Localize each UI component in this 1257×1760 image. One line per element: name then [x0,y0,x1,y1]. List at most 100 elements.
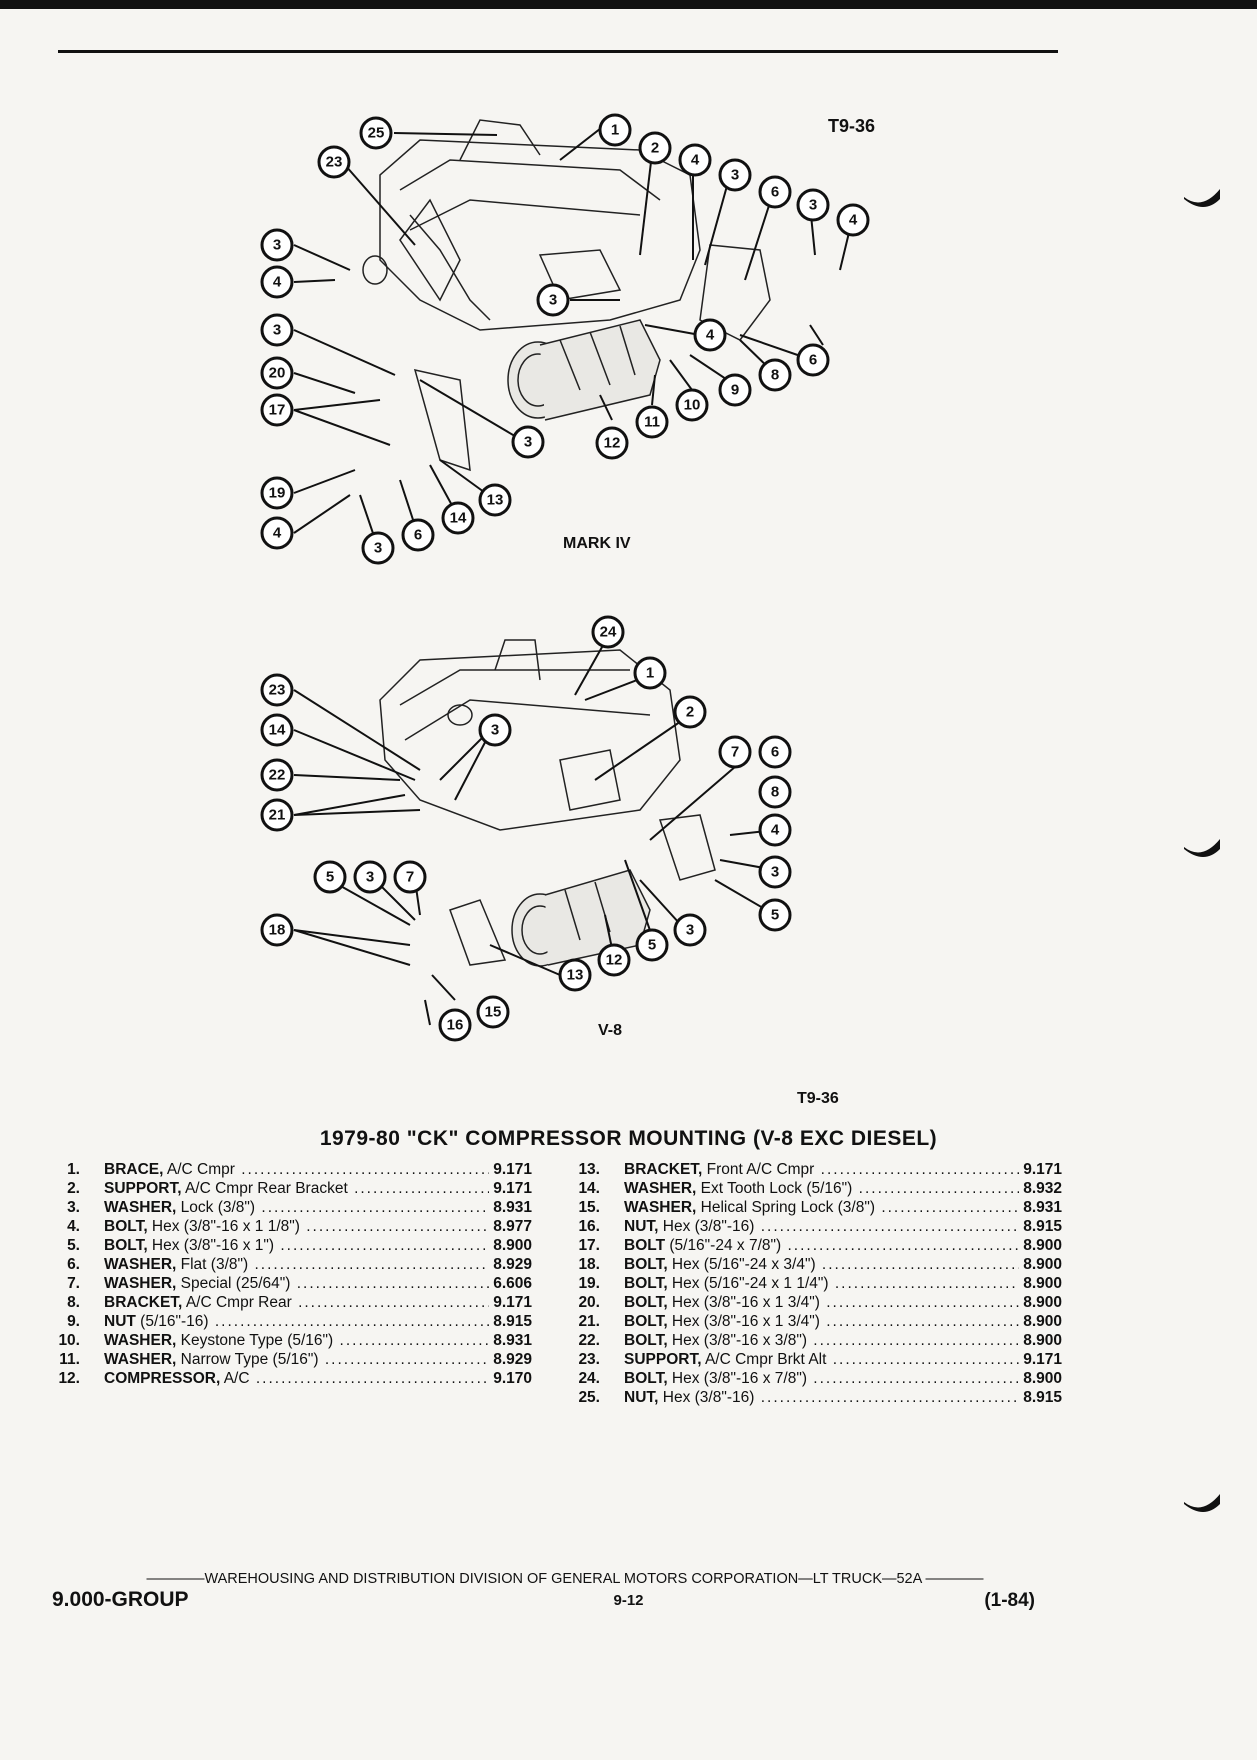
parts-list-row: 23.SUPPORT, A/C Cmpr Brkt Alt ..........… [572,1350,1062,1369]
part-number: 7. [67,1275,80,1292]
part-detail: Hex (5/16"-24 x 3/4") [667,1256,816,1273]
svg-text:7: 7 [406,869,414,886]
callout-11: 11 [635,405,669,439]
svg-text:3: 3 [524,434,532,451]
callout-19: 19 [260,476,294,510]
part-name: BOLT, [624,1294,668,1311]
part-description: BOLT, Hex (3/8"-16 x 7/8") .............… [624,1369,1019,1388]
callout-3: 3 [260,313,294,347]
part-number: 21. [578,1313,600,1330]
callout-6: 6 [758,735,792,769]
part-name: SUPPORT, [624,1351,702,1368]
leader-dots: ........................................… [324,1351,489,1368]
callout-8: 8 [758,775,792,809]
callout-2: 2 [673,695,707,729]
part-name: BOLT, [624,1256,668,1273]
callout-8: 8 [758,358,792,392]
part-detail: Hex (3/8"-16 x 1 3/4") [667,1294,820,1311]
leader-dots: ........................................… [214,1313,489,1330]
svg-text:3: 3 [771,864,779,881]
parts-list-row: 5. BOLT, Hex (3/8"-16 x 1") .............… [52,1236,532,1255]
callout-13: 13 [478,483,512,517]
parts-list-row: 9.NUT (5/16"-16) .......................… [52,1312,532,1331]
part-description: SUPPORT, A/C Cmpr Rear Bracket .........… [104,1179,489,1198]
callout-3: 3 [478,713,512,747]
callout-9: 9 [718,373,752,407]
parts-list-right: 13.BRACKET, Front A/C Cmpr .............… [572,1160,1062,1407]
parts-list-row: 18. BOLT, Hex (5/16"-24 x 3/4") .........… [572,1255,1062,1274]
leader-dots: ........................................… [813,1370,1019,1387]
part-number: 25. [578,1389,600,1406]
part-number: 5. [67,1237,80,1254]
part-group-number: 8.931 [1023,1199,1062,1216]
part-name: BOLT, [624,1332,668,1349]
part-description: BRACE, A/C Cmpr ........................… [104,1160,489,1179]
leader-dots: ........................................… [241,1161,489,1178]
page-title: 1979-80 "CK" COMPRESSOR MOUNTING (V-8 EX… [319,1127,938,1150]
svg-text:21: 21 [269,807,286,824]
part-number: 2. [67,1180,80,1197]
svg-text:3: 3 [731,167,739,184]
callout-3: 3 [511,425,545,459]
v8-label: V-8 [598,1022,622,1039]
part-group-number: 8.977 [493,1218,532,1235]
part-group-number: 8.900 [1023,1370,1062,1387]
binder-hole-mark [1184,839,1220,857]
part-name: NUT, [624,1389,659,1406]
part-description: WASHER, Ext Tooth Lock (5/16") .........… [624,1179,1019,1198]
part-group-number: 9.171 [1023,1161,1062,1178]
svg-text:14: 14 [450,510,467,527]
callout-4: 4 [758,813,792,847]
part-description: WASHER, Special (25/64") ...............… [104,1274,489,1293]
part-detail: Hex (3/8"-16) [658,1218,755,1235]
exploded-view-diagrams: 25 23 1 2 4 3 6 3 4 3 4 3 3 20 17 4 8 6 … [260,113,870,1042]
part-detail: A/C Cmpr Rear Bracket [181,1180,348,1197]
part-name: WASHER, [104,1256,177,1273]
part-name: BRACKET, [104,1294,183,1311]
callout-5: 5 [758,898,792,932]
parts-list-row: 8.BRACKET, A/C Cmpr Rear ...............… [52,1293,532,1312]
part-number: 3. [67,1199,80,1216]
leader-dots: ........................................… [821,1256,1019,1273]
callout-3: 3 [796,188,830,222]
callout-10: 10 [675,388,709,422]
callout-1: 1 [633,656,667,690]
parts-list-row: 2. SUPPORT, A/C Cmpr Rear Bracket .......… [52,1179,532,1198]
part-group-number: 9.171 [1023,1351,1062,1368]
svg-text:1: 1 [646,665,654,682]
parts-list-row: 6.WASHER, Flat (3/8") ..................… [52,1255,532,1274]
leader-dots: ........................................… [306,1218,489,1235]
svg-text:13: 13 [487,492,504,509]
svg-text:19: 19 [269,485,286,502]
mark-iv-engine-illustration [362,119,771,472]
callout-6: 6 [796,343,830,377]
part-group-number: 8.931 [493,1199,532,1216]
callout-4: 4 [836,203,870,237]
figure-code-top: T9-36 [828,116,876,136]
part-group-number: 8.929 [493,1351,532,1368]
part-number: 18. [578,1256,600,1273]
leader-dots: ........................................… [298,1294,489,1311]
parts-list-row: 7. WASHER, Special (25/64") .............… [52,1274,532,1293]
part-description: BOLT, Hex (3/8"-16 x 1") ...............… [104,1236,489,1255]
leader-dots: ........................................… [858,1180,1019,1197]
svg-text:1: 1 [611,122,619,139]
part-name: NUT [104,1313,136,1330]
binder-hole-mark [1184,189,1220,207]
part-number: 10. [58,1332,80,1349]
top-edge-rule [0,0,1257,9]
leader-dots: ........................................… [296,1275,489,1292]
part-description: SUPPORT, A/C Cmpr Brkt Alt .............… [624,1350,1019,1369]
callout-5: 5 [313,860,347,894]
svg-text:25: 25 [368,125,385,142]
part-detail: Hex (3/8"-16) [658,1389,755,1406]
part-number: 14. [578,1180,600,1197]
part-group-number: 8.915 [493,1313,532,1330]
part-name: BOLT [624,1237,666,1254]
part-name: WASHER, [104,1275,177,1292]
binder-hole-mark [1184,1494,1220,1512]
svg-text:14: 14 [269,722,286,739]
part-number: 11. [59,1351,80,1368]
part-detail: Keystone Type (5/16") [176,1332,334,1349]
parts-list-row: 1.BRACE, A/C Cmpr ......................… [52,1160,532,1179]
